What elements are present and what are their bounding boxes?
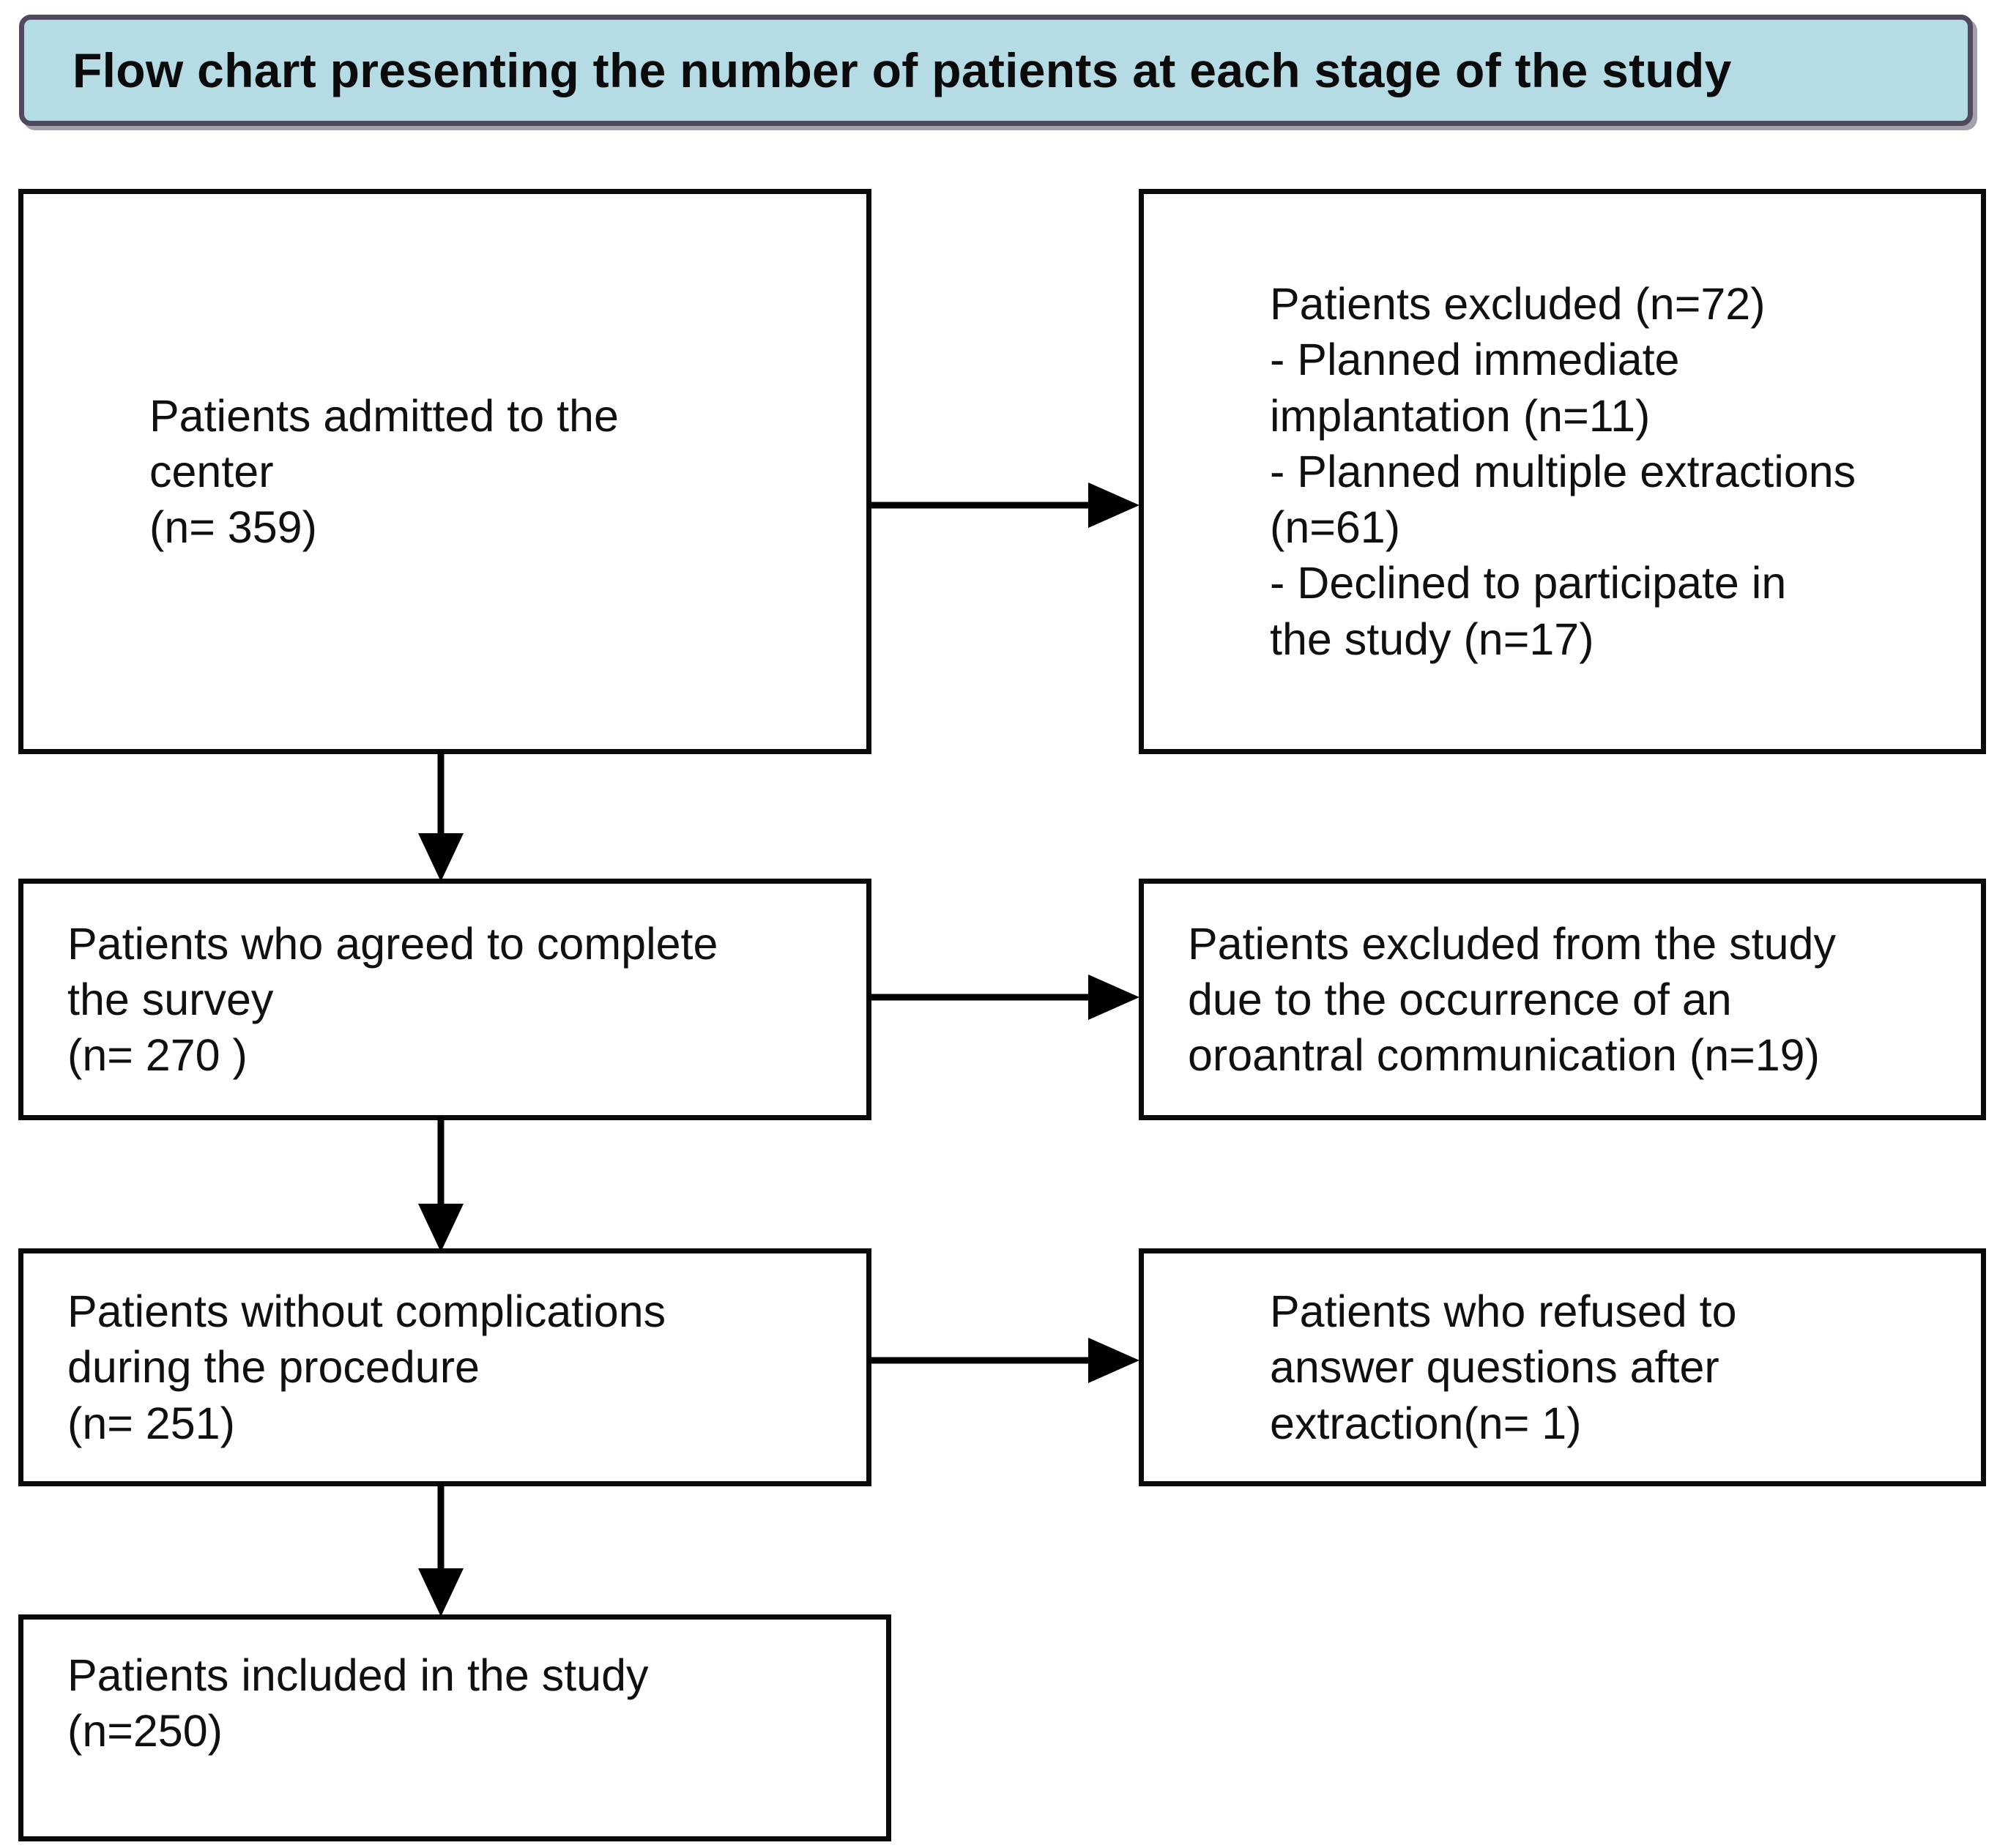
node-patients-included-label: Patients included in the study (n=250) [67,1650,649,1756]
page-title: Flow chart presenting the number of pati… [72,43,1732,97]
node-patients-without-complications-label: Patients without complications during th… [67,1286,666,1448]
node-patients-refused-answer-label: Patients who refused to answer questions… [1270,1286,1737,1448]
node-patients-admitted: Patients admitted to the center (n= 359) [18,189,871,754]
node-patients-excluded-initial-label: Patients excluded (n=72) - Planned immed… [1270,279,1856,664]
node-patients-admitted-label: Patients admitted to the center (n= 359) [149,390,619,553]
node-patients-excluded-oroantral-label: Patients excluded from the study due to … [1188,918,1836,1081]
arrow-admitted-to-agreed [404,751,477,884]
node-patients-excluded-oroantral: Patients excluded from the study due to … [1139,879,1986,1120]
node-patients-excluded-initial: Patients excluded (n=72) - Planned immed… [1139,189,1986,754]
node-patients-included: Patients included in the study (n=250) [18,1614,891,1841]
arrow-admitted-to-excluded-initial [869,469,1143,542]
chart-title-banner: Flow chart presenting the number of pati… [19,15,1973,126]
node-patients-without-complications: Patients without complications during th… [18,1248,871,1486]
node-patients-agreed-survey: Patients who agreed to complete the surv… [18,879,871,1120]
arrow-without-complications-to-included [404,1483,477,1620]
arrow-agreed-to-excluded-oroantral [869,961,1143,1034]
node-patients-refused-answer: Patients who refused to answer questions… [1139,1248,1986,1486]
arrow-agreed-to-without-complications [404,1117,477,1255]
arrow-without-complications-to-refused [869,1324,1143,1397]
node-patients-agreed-survey-label: Patients who agreed to complete the surv… [67,918,718,1081]
